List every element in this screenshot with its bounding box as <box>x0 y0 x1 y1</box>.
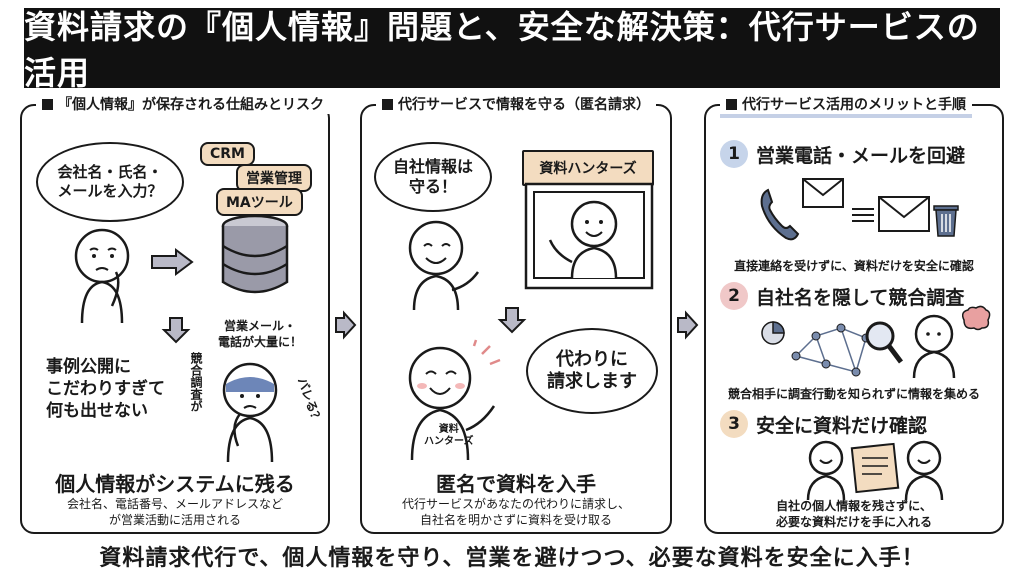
panel-risk-heading: 『個人情報』が保存される仕組みとリスク <box>36 94 330 114</box>
square-bullet-icon <box>726 98 737 110</box>
pie-chart-icon <box>761 321 785 345</box>
step-2-number: 2 <box>720 282 748 310</box>
network-icon <box>791 323 891 377</box>
panel-anonymous-summary-text: 代行サービスがあなたの代わりに請求し、 自社名を明かさずに資料を受け取る <box>401 497 630 528</box>
down-arrow-icon <box>161 317 191 344</box>
tag-ma-tool: MAツール <box>216 188 303 216</box>
panel-anonymous: 代行サービスで情報を守る（匿名請求） 自社情報は 守る！ 資料ハンターズ 代わり… <box>360 94 672 534</box>
worried-person-icon <box>74 228 130 324</box>
step-1-number: 1 <box>720 140 748 168</box>
panel-risk-summary-text: 会社名、電話番号、メールアドレスなど が営業活動に活用される <box>66 497 283 528</box>
flow-arrow-icon <box>677 310 699 340</box>
case-text: 事例公開に こだわりすぎて 何も出せない <box>46 357 165 422</box>
step-3-title: 3 安全に資料だけ確認 <box>720 410 927 438</box>
step-3-number: 3 <box>720 410 748 438</box>
mail-icon <box>802 178 844 208</box>
mail-icon <box>878 196 930 232</box>
panel-anonymous-summary-title: 匿名で資料を入手 <box>436 472 596 496</box>
page-title: 資料請求の『個人情報』問題と、安全な解決策：代行サービスの活用 <box>24 8 1000 92</box>
down-arrow-icon <box>497 307 527 334</box>
step-2-desc: 競合相手に調査行動を知られずに情報を集める <box>727 387 980 401</box>
document-handover-icon <box>806 440 944 501</box>
flow-arrow-icon <box>335 310 357 340</box>
tag-sales-management: 営業管理 <box>236 164 312 192</box>
sales-flood-note: 営業メール・ 電話が大量に！ <box>218 319 303 350</box>
protect-bubble: 自社情報は 守る！ <box>374 142 492 212</box>
square-bullet-icon <box>42 98 53 110</box>
vertical-note: 競合調査が <box>189 352 203 412</box>
panel-benefits: 代行サービス活用のメリットと手順 1 営業電話・メールを回避 直接連絡を受けずに… <box>704 94 1004 534</box>
service-window-icon <box>524 182 654 290</box>
step-1-title: 1 営業電話・メールを回避 <box>720 140 965 168</box>
researcher-person-icon <box>912 314 956 379</box>
footer-tagline: 資料請求代行で、個人情報を守り、営業を避けつつ、必要な資料を安全に入手！ <box>99 546 925 571</box>
right-arrow-icon <box>151 248 194 276</box>
input-question-bubble: 会社名・氏名・ メールを入力？ <box>36 142 184 222</box>
step-1-desc: 直接連絡を受けずに、資料だけを安全に確認 <box>734 259 974 273</box>
step-2-title: 2 自社名を隠して競合調査 <box>720 282 964 310</box>
magnifier-icon <box>865 321 903 364</box>
step-3-desc: 自社の個人情報を残さずに、 必要な資料だけを手に入れる <box>775 499 932 530</box>
anxious-person-icon <box>222 362 278 463</box>
tag-crm: CRM <box>200 142 255 166</box>
panel-risk-summary-title: 個人情報がシステムに残る <box>55 472 295 496</box>
motion-lines-icon <box>852 208 874 222</box>
panel-benefits-heading: 代行サービス活用のメリットと手順 <box>720 94 972 118</box>
agent-shirt-text: 資料 ハンターズ <box>424 424 474 447</box>
brain-icon <box>961 305 991 331</box>
service-sign: 資料ハンターズ <box>522 150 654 186</box>
phone-icon <box>760 188 800 241</box>
agent-person-icon <box>408 339 501 461</box>
square-bullet-icon <box>382 98 393 110</box>
happy-person-icon <box>408 220 480 311</box>
request-bubble: 代わりに 請求します <box>526 328 658 414</box>
database-icon <box>221 214 289 294</box>
bareru-note: バレる？ <box>294 375 325 426</box>
panel-anonymous-heading: 代行サービスで情報を守る（匿名請求） <box>376 94 656 114</box>
panel-risk: 『個人情報』が保存される仕組みとリスク 会社名・氏名・ メールを入力？ CRM … <box>20 94 330 534</box>
trash-icon <box>933 205 959 237</box>
